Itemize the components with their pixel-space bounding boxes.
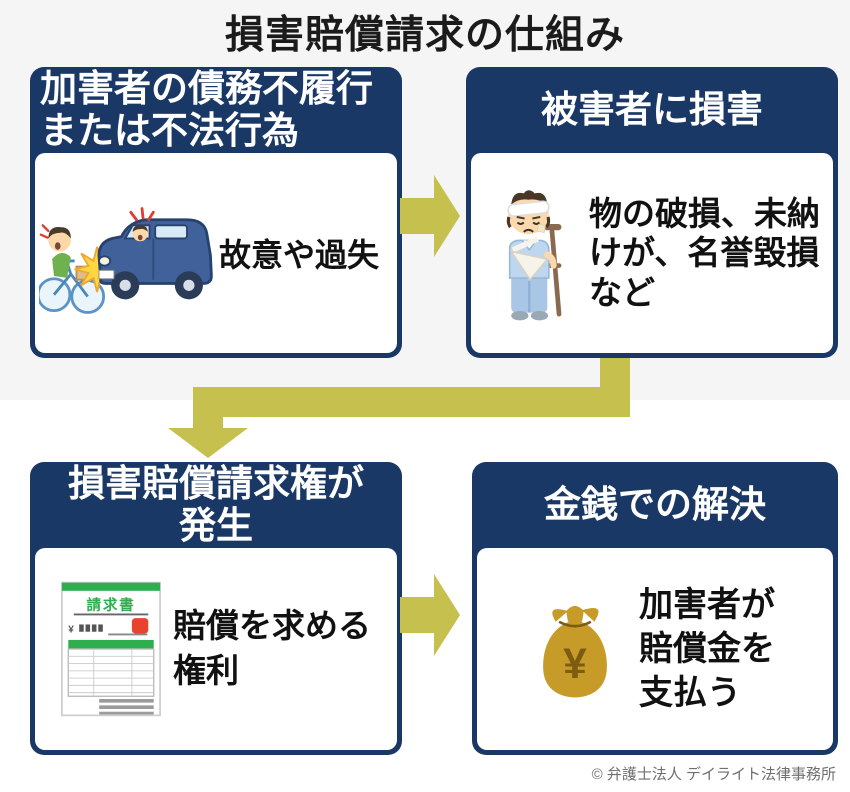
- copyright-credit: © 弁護士法人 デイライト法律事務所: [591, 766, 836, 783]
- step-box-resolution-header: 金銭での解決: [472, 462, 838, 548]
- step-box-claim-body: 請求書 ¥ 賠償を求める 権利: [35, 548, 397, 750]
- money-bag-illustration: ¥: [543, 605, 607, 698]
- right-arrow-icon: [400, 175, 460, 257]
- yen-symbol: ¥: [563, 640, 587, 687]
- caption-line: 権利: [173, 652, 239, 689]
- header-line: 発生: [179, 505, 253, 546]
- step-box-cause-header: 加害者の債務不履行 または不法行為: [30, 67, 402, 153]
- step-box-damage-body: 物の破損、未納 けが、名誉毀損 など: [471, 153, 833, 353]
- injured-person-illustration: [506, 190, 562, 321]
- step-caption: 物の破損、未納 けが、名誉毀損 など: [589, 194, 820, 313]
- step-box-damage: 被害者に損害: [466, 67, 838, 358]
- caption-line: 賠償を求める: [173, 607, 371, 645]
- car-bicycle-accident-illustration: [39, 207, 213, 314]
- step-caption: 故意や過失: [219, 237, 380, 273]
- step-caption: 賠償を求める 権利: [173, 604, 371, 693]
- step-box-damage-header: 被害者に損害: [466, 67, 838, 153]
- caption-line: など: [589, 273, 655, 311]
- invoice-currency-symbol: ¥: [68, 625, 74, 636]
- caption-line: 物の破損、未納: [589, 194, 820, 232]
- step-box-cause: 加害者の債務不履行 または不法行為: [30, 67, 402, 358]
- invoice-illustration: 請求書 ¥: [61, 581, 161, 717]
- elbow-down-arrow-icon: [168, 358, 630, 458]
- invoice-title-label: 請求書: [86, 596, 135, 614]
- caption-line: 支払う: [639, 674, 741, 713]
- caption-line: 賠償金を: [639, 629, 775, 668]
- step-box-resolution: 金銭での解決 ¥ 加害者が 賠償金を 支払う: [472, 462, 838, 755]
- header-line: または不法行為: [40, 110, 299, 151]
- caption-line: けが、名誉毀損: [589, 234, 820, 272]
- step-caption: 加害者が 賠償金を 支払う: [639, 583, 775, 716]
- header-line: 金銭での解決: [544, 484, 766, 526]
- page-title: 損害賠償請求の仕組み: [224, 14, 625, 57]
- step-box-claim: 損害賠償請求権が 発生 請求書 ¥: [30, 462, 402, 755]
- step-box-cause-body: 故意や過失: [35, 153, 397, 353]
- header-line: 加害者の債務不履行: [40, 68, 373, 110]
- caption-line: 加害者が: [639, 585, 775, 624]
- step-box-claim-header: 損害賠償請求権が 発生: [30, 462, 402, 548]
- header-line: 損害賠償請求権が: [68, 463, 364, 505]
- right-arrow-icon: [400, 574, 460, 656]
- step-box-resolution-body: ¥ 加害者が 賠償金を 支払う: [477, 548, 833, 750]
- header-line: 被害者に損害: [541, 89, 763, 131]
